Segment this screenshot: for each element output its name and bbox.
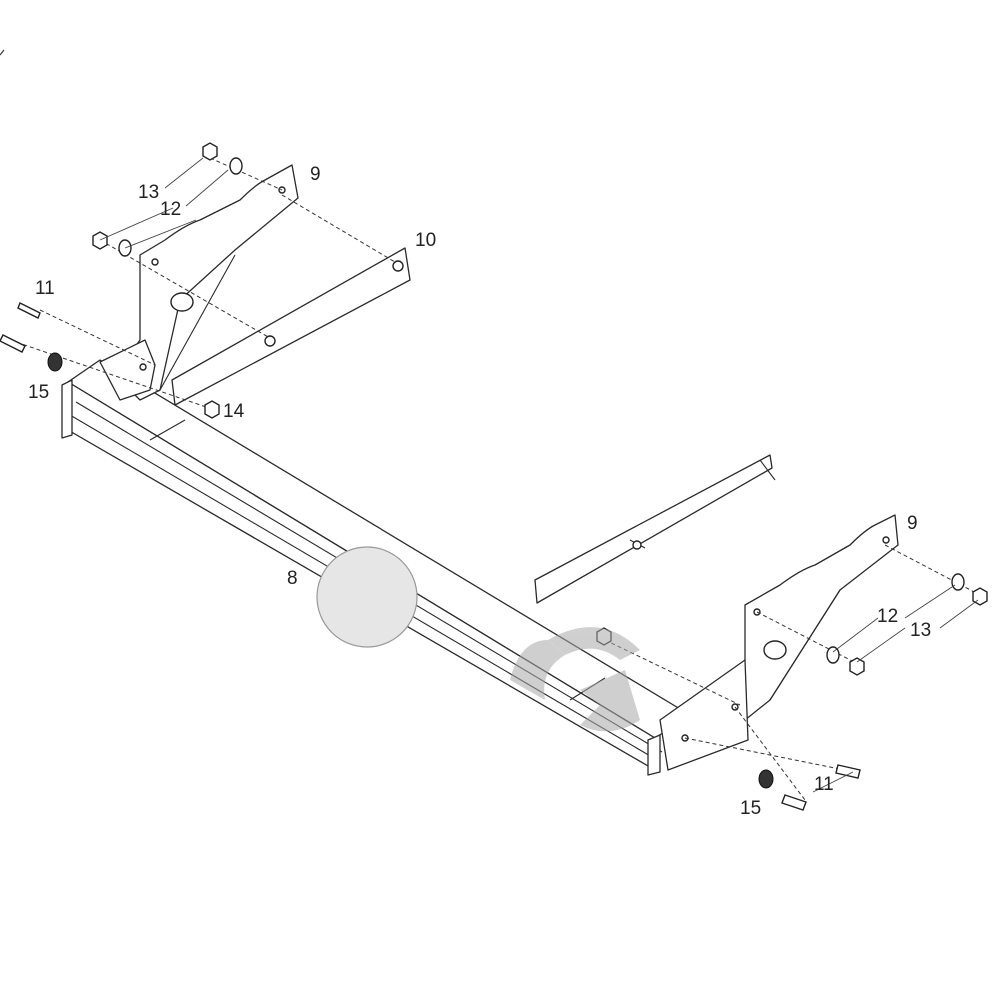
right-strap [534,454,776,604]
callout-14: 14 [223,401,245,422]
left-strap [171,247,411,406]
callout-9-left: 9 [310,164,321,185]
callout-13-left: 13 [138,182,159,203]
bolt-icon [0,334,26,353]
nut-icon [204,400,220,419]
washer-icon [826,646,840,664]
lock-washer-icon [47,352,63,372]
washer-icon [229,157,243,175]
callout-13-right: 13 [910,620,931,641]
callout-11-right: 11 [814,774,834,795]
bolt-icon [17,302,41,319]
washer-icon [951,573,965,591]
left-bracket [99,164,299,401]
callout-15-left: 15 [28,382,49,403]
callout-8: 8 [287,568,298,589]
corner-mark [0,49,5,56]
callout-12-left: 12 [160,199,181,220]
circle-badge [316,546,418,648]
callout-9-right: 9 [907,513,918,534]
nut-icon [92,231,108,250]
lock-washer-icon [758,769,774,789]
nut-icon [202,142,218,161]
callout-12-right: 12 [877,606,898,627]
bolt-icon [835,764,861,779]
right-bracket [659,514,899,771]
callout-10: 10 [415,230,436,251]
nut-icon [849,657,865,676]
brand-logo-watermark [510,627,640,732]
callout-11-left: 11 [35,278,55,299]
bolt-icon [781,794,807,811]
callout-15-right: 15 [740,798,761,819]
callout-leaders [99,157,979,793]
